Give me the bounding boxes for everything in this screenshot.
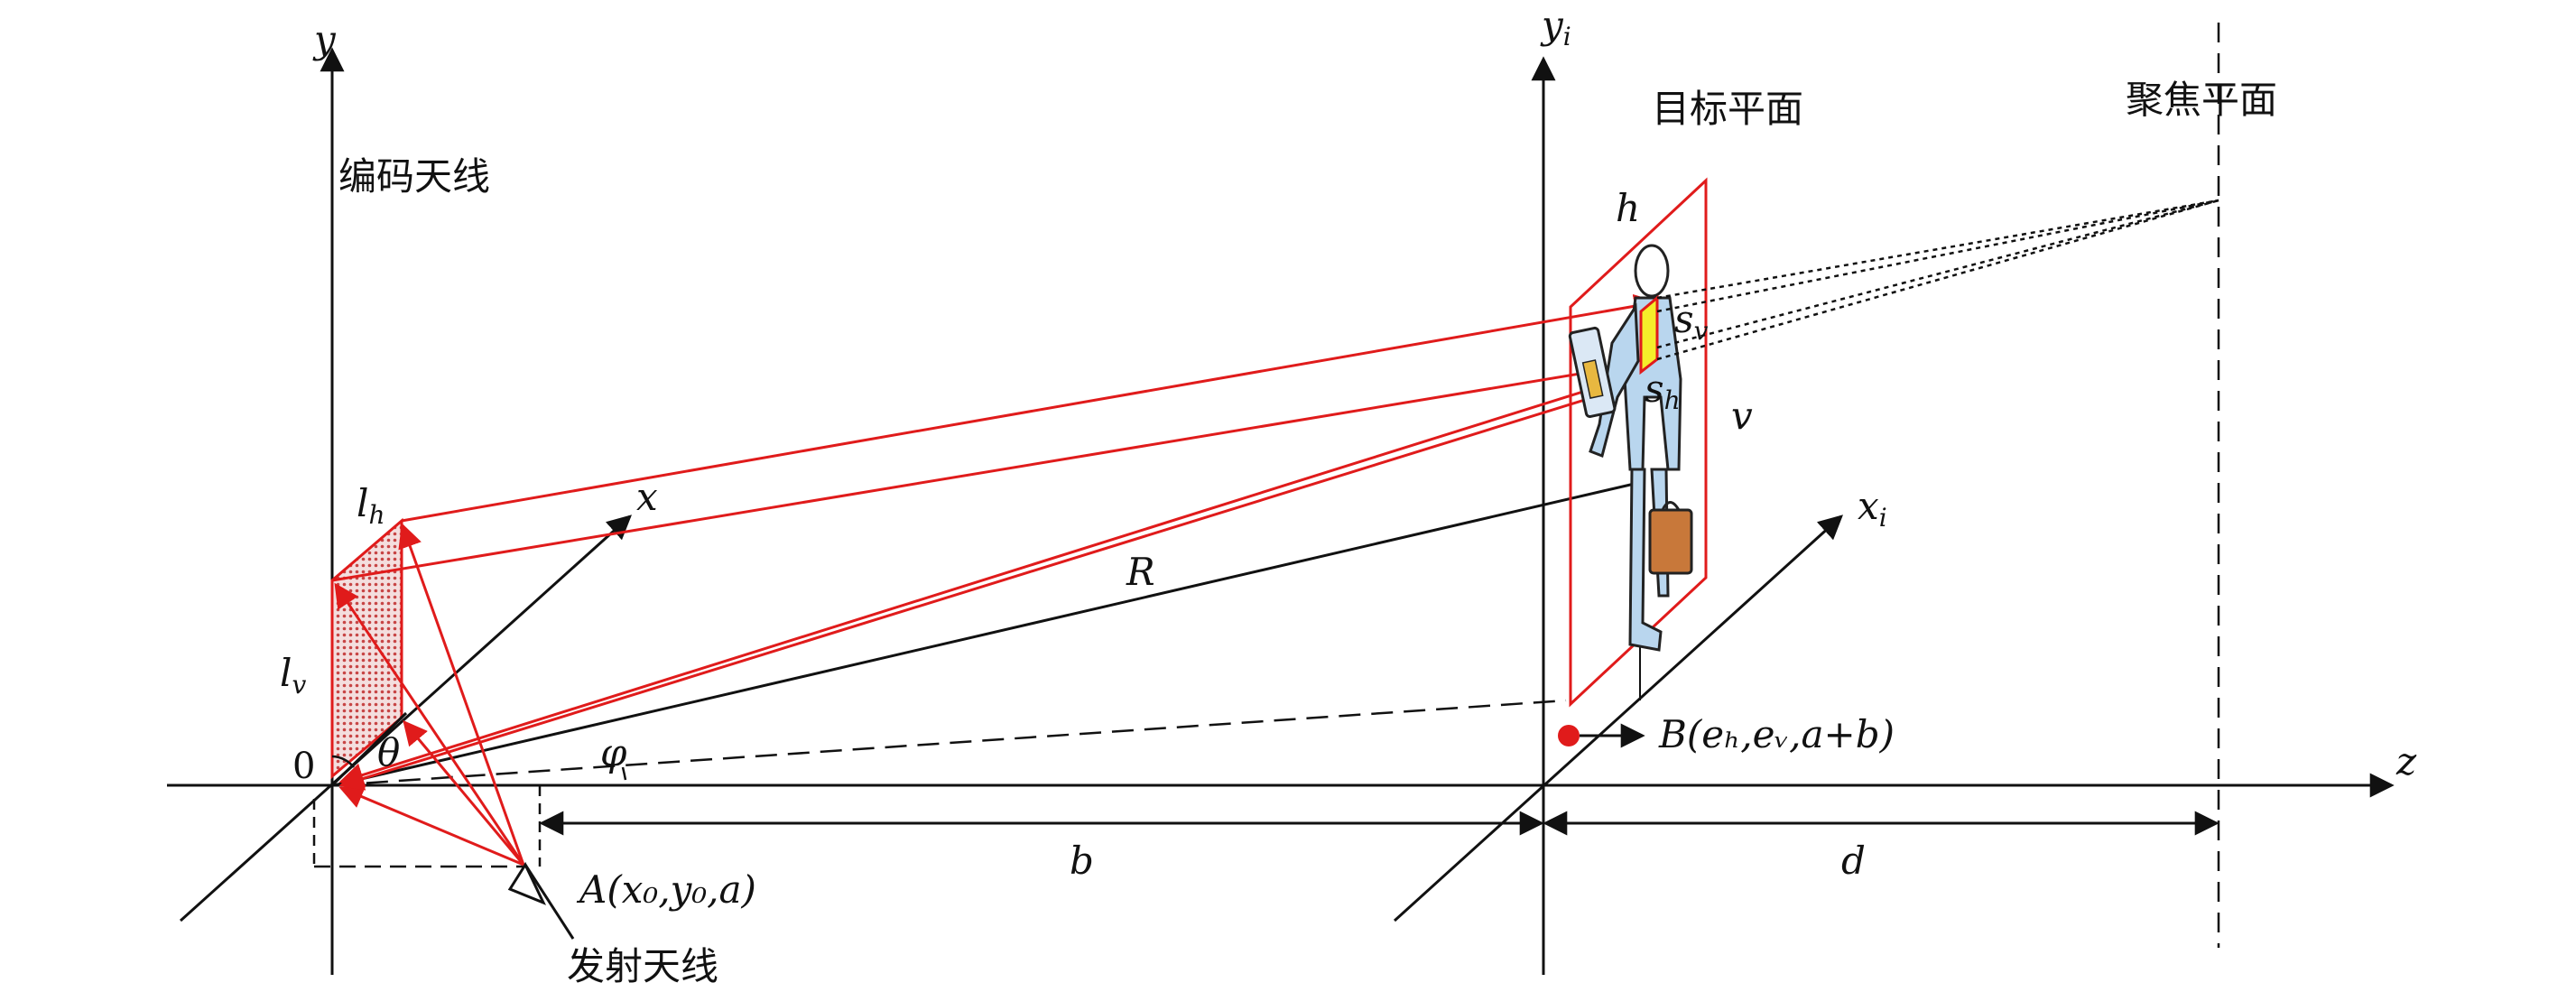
person-figure	[1568, 244, 1693, 652]
focus-ray-1	[1656, 199, 2219, 300]
label-lv: lv	[280, 651, 306, 700]
label-coding-antenna: 编码天线	[338, 154, 490, 199]
ray-aperture-to-target-1	[401, 293, 1659, 523]
focus-ray-3	[1656, 199, 2219, 349]
x-axis	[179, 515, 633, 922]
ray-aperture-to-target-2	[331, 352, 1659, 582]
target-plane	[1569, 177, 1708, 708]
label-yi-axis: yi	[1540, 3, 1571, 51]
point-B-dot	[1558, 725, 1580, 746]
target-plane-outline	[1569, 177, 1708, 708]
label-focus-plane: 聚焦平面	[2126, 78, 2277, 122]
label-sh: sh	[1645, 366, 1681, 415]
label-target-plane: 目标平面	[1652, 87, 1803, 131]
label-xi-axis: xi	[1858, 484, 1887, 533]
held-device-screen	[1581, 359, 1604, 399]
label-v: v	[1731, 394, 1753, 438]
transmit-antenna-icon	[507, 861, 575, 940]
xi-axis	[1393, 515, 1844, 922]
label-point-B: B(eₕ,eᵥ,a+b)	[1658, 712, 1895, 756]
label-z-axis: z	[2395, 739, 2417, 783]
phi-arc	[621, 766, 627, 781]
label-R: R	[1126, 550, 1155, 594]
target-cell-highlight	[1639, 294, 1659, 375]
dimensions	[538, 785, 2219, 867]
labels: 编码天线 发射天线 目标平面 聚焦平面 0 y x z yi xi lh lv …	[280, 3, 2417, 988]
ray-target-to-origin-2	[338, 377, 1653, 791]
person-arm-raised	[1589, 302, 1640, 459]
focus-ray-2	[1656, 199, 2219, 313]
label-origin: 0	[292, 746, 315, 787]
line-R	[333, 481, 1639, 787]
label-sv: sv	[1674, 297, 1709, 346]
label-transmit-antenna: 发射天线	[567, 944, 718, 987]
label-point-A: A(x₀,y₀,a)	[576, 867, 756, 912]
ray-A-to-aperture-top	[398, 523, 525, 866]
briefcase	[1648, 508, 1693, 575]
label-lh: lh	[357, 481, 385, 530]
person-head	[1634, 244, 1670, 298]
label-h: h	[1616, 186, 1640, 230]
target-cell	[1639, 294, 1659, 375]
label-phi: φ	[600, 730, 627, 774]
ray-target-to-origin-1	[338, 368, 1653, 787]
person-torso	[1623, 296, 1682, 471]
label-y-axis: y	[312, 17, 337, 61]
label-theta: θ	[377, 730, 400, 774]
focus-ray-4	[1656, 199, 2219, 361]
label-b: b	[1070, 839, 1094, 883]
rays	[331, 293, 1659, 867]
ray-A-to-aperture-left	[334, 582, 525, 866]
focus-rays	[1656, 199, 2219, 361]
ray-A-to-aperture-mid	[403, 719, 525, 866]
briefcase-handle	[1661, 501, 1681, 511]
dashed-to-B	[333, 699, 1567, 787]
point-B	[1558, 723, 1645, 748]
label-d: d	[1841, 839, 1866, 883]
ray-A-to-origin	[338, 784, 524, 867]
label-x-axis: x	[636, 475, 658, 519]
